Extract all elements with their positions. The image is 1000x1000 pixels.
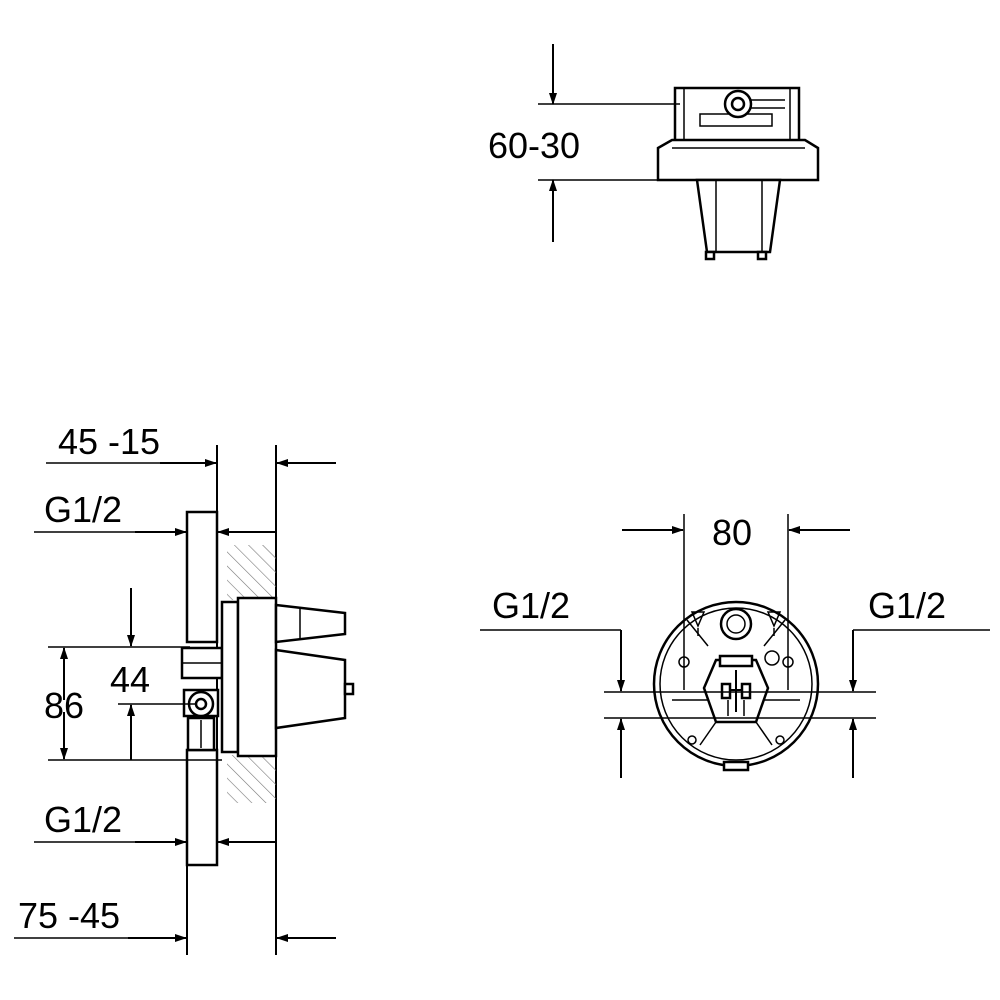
side-depth-range-2-label: 75 -45 xyxy=(18,895,120,936)
top-view: 60-30 xyxy=(488,44,820,261)
top-view-depth-label: 60-30 xyxy=(488,125,580,166)
side-view: 45 -15 G1/2 44 86 G1/2 75 -45 xyxy=(14,421,355,955)
side-height-outer-label: 86 xyxy=(44,685,84,726)
side-connection-bottom-label: G1/2 xyxy=(44,799,122,840)
front-connection-left-label: G1/2 xyxy=(492,585,570,626)
front-connection-right-label: G1/2 xyxy=(868,585,946,626)
side-depth-range-1-label: 45 -15 xyxy=(58,421,160,462)
front-width-label: 80 xyxy=(712,512,752,553)
front-view: 80 G1/2 G1/2 xyxy=(480,512,990,778)
side-connection-top-label: G1/2 xyxy=(44,489,122,530)
side-height-inner-label: 44 xyxy=(110,659,150,700)
